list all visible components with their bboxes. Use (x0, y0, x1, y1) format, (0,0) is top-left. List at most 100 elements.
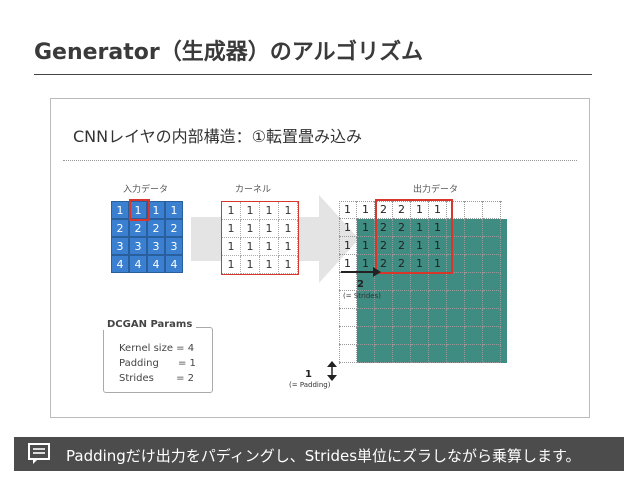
output-grid-frame (339, 201, 502, 364)
input-label: 入力データ (123, 185, 169, 195)
output-cell (411, 291, 429, 309)
padding-note: (= Padding) (289, 381, 331, 389)
output-cell (429, 273, 447, 291)
kernel-cell: 1 (222, 256, 241, 274)
output-cell (465, 201, 483, 219)
input-cell: 2 (111, 219, 129, 237)
output-cell: 1 (411, 201, 429, 219)
output-cell: 2 (393, 237, 411, 255)
output-cell: 1 (339, 219, 357, 237)
card-title: CNNレイヤの内部構造：①転置畳み込み (73, 127, 362, 146)
input-cell: 4 (147, 255, 165, 273)
kernel-cell: 1 (279, 220, 298, 238)
output-cell: 2 (375, 219, 393, 237)
stride-value: 2 (357, 279, 364, 290)
input-cell: 2 (165, 219, 183, 237)
kernel-cell: 1 (260, 202, 279, 220)
output-cell (447, 345, 465, 363)
stride-arrow-icon (341, 267, 381, 277)
input-cell: 3 (165, 237, 183, 255)
input-highlight (129, 199, 150, 221)
footer-banner: Paddingだけ出力をパディングし、Strides単位にズラしながら乗算します… (14, 437, 624, 471)
output-cell (375, 291, 393, 309)
output-cell (447, 291, 465, 309)
output-cell (375, 309, 393, 327)
output-cell (483, 309, 501, 327)
input-cell: 1 (147, 201, 165, 219)
output-cell: 1 (429, 237, 447, 255)
output-cell (465, 273, 483, 291)
output-cell (483, 291, 501, 309)
input-cell: 2 (147, 219, 165, 237)
kernel-cell: 1 (260, 220, 279, 238)
output-cell: 1 (357, 237, 375, 255)
output-cell (339, 291, 357, 309)
output-cell (429, 309, 447, 327)
output-cell (411, 273, 429, 291)
output-cell (483, 237, 501, 255)
output-cell (447, 309, 465, 327)
output-cell: 1 (357, 219, 375, 237)
kernel-cell: 1 (241, 220, 260, 238)
kernel-label: カーネル (235, 185, 272, 195)
output-cell (429, 345, 447, 363)
output-cell (339, 327, 357, 345)
output-cell (447, 273, 465, 291)
output-cell (339, 309, 357, 327)
output-cell (375, 273, 393, 291)
output-cell (483, 273, 501, 291)
output-cell (447, 201, 465, 219)
output-cell (429, 327, 447, 345)
output-cell: 1 (429, 219, 447, 237)
output-cell: 1 (339, 237, 357, 255)
output-cell (483, 255, 501, 273)
output-cell (393, 273, 411, 291)
output-cell (465, 345, 483, 363)
kernel-cell: 1 (222, 238, 241, 256)
kernel-cell: 1 (222, 220, 241, 238)
comment-icon (28, 443, 50, 464)
output-highlight (375, 199, 453, 274)
kernel-cell: 1 (241, 238, 260, 256)
output-cell (357, 273, 375, 291)
footer-text: Paddingだけ出力をパディングし、Strides単位にズラしながら乗算します… (66, 447, 581, 465)
param-strides: Strides = 2 (119, 373, 195, 384)
output-cell (357, 327, 375, 345)
output-cell (483, 219, 501, 237)
output-cell: 1 (429, 201, 447, 219)
output-cell (393, 345, 411, 363)
input-cell: 4 (129, 255, 147, 273)
input-cell: 3 (129, 237, 147, 255)
output-cell (447, 327, 465, 345)
kernel-cell: 1 (241, 256, 260, 274)
page-title: Generator（生成器）のアルゴリズム (34, 40, 424, 65)
input-cell: 3 (111, 237, 129, 255)
output-cell (339, 345, 357, 363)
kernel-cell: 1 (279, 238, 298, 256)
output-cell (375, 345, 393, 363)
params-title: DCGAN Params (103, 319, 197, 330)
output-cell (465, 291, 483, 309)
param-kernel-size: Kernel size = 4 (119, 343, 195, 354)
padding-value: 1 (305, 369, 312, 380)
output-cell (483, 327, 501, 345)
kernel-cell: 1 (222, 202, 241, 220)
input-cell: 1 (165, 201, 183, 219)
output-cell (465, 327, 483, 345)
kernel-cell: 1 (279, 256, 298, 274)
output-cell: 1 (411, 237, 429, 255)
output-cell (357, 309, 375, 327)
output-cell (393, 291, 411, 309)
input-cell: 2 (129, 219, 147, 237)
output-cell (483, 345, 501, 363)
output-cell (465, 237, 483, 255)
output-cell (411, 327, 429, 345)
kernel-cell: 1 (241, 202, 260, 220)
padding-arrow-icon (327, 361, 337, 381)
title-divider (34, 74, 592, 75)
output-cell (447, 237, 465, 255)
output-cell (447, 255, 465, 273)
kernel-cell: 1 (260, 256, 279, 274)
